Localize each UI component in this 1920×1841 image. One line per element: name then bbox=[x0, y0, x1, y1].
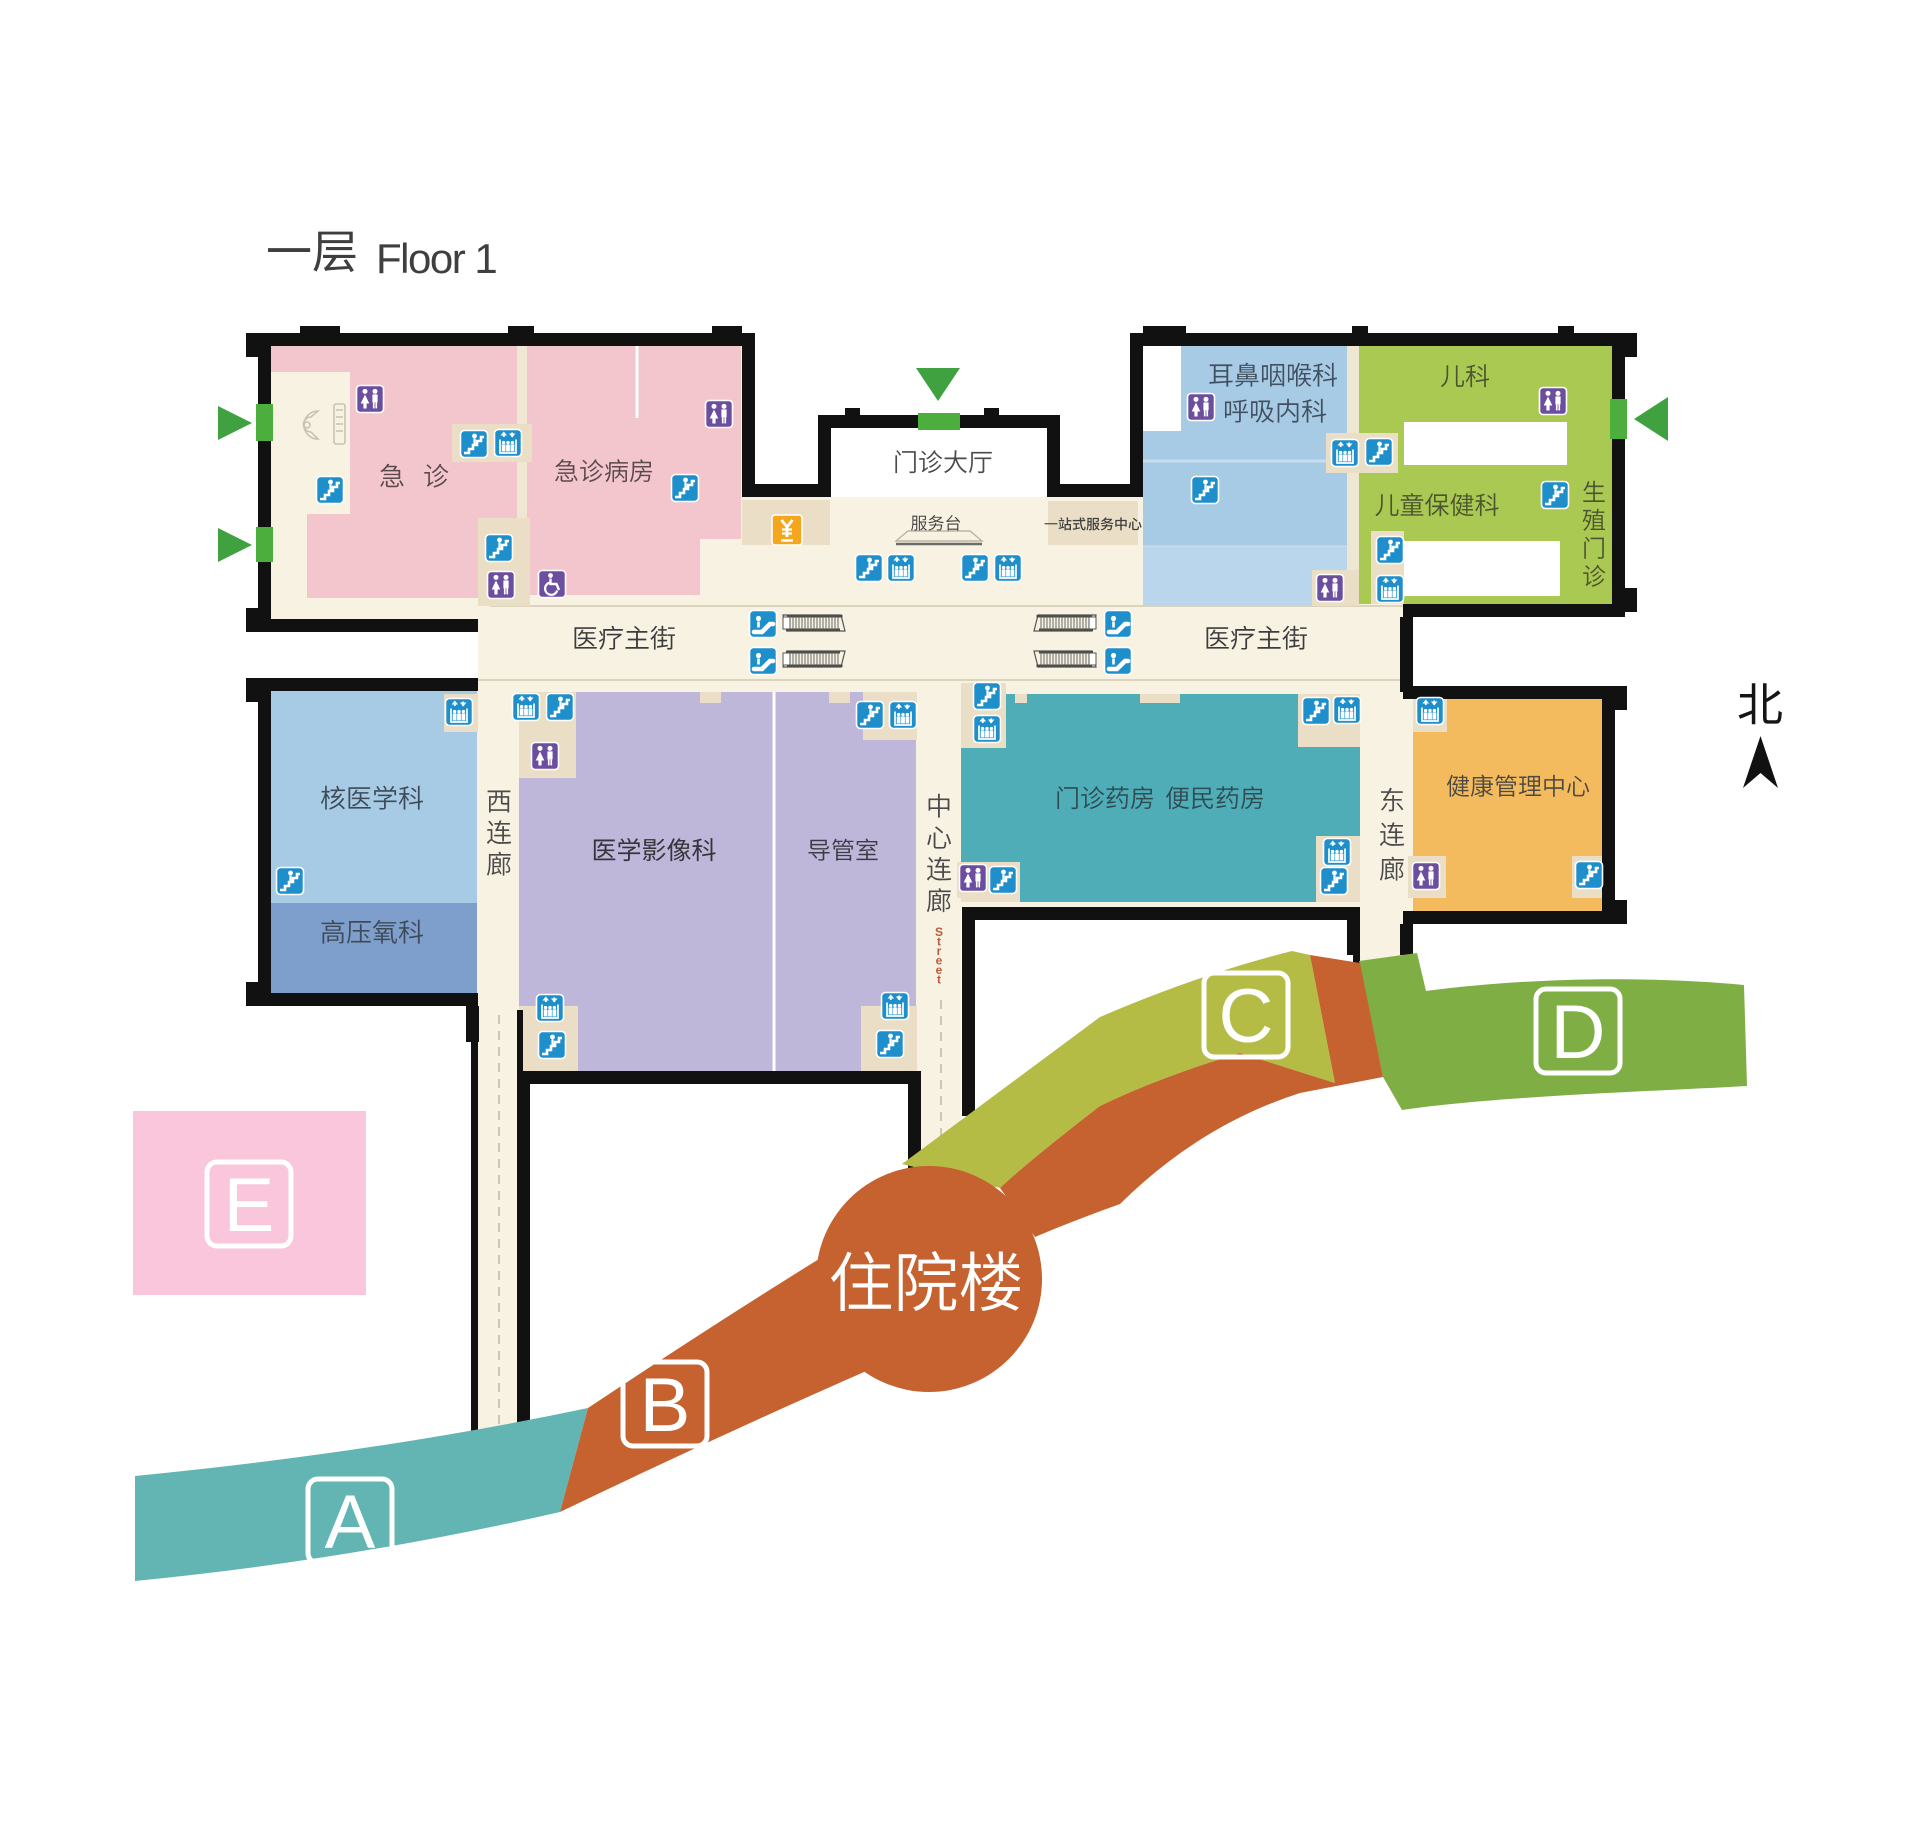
svg-text:E: E bbox=[224, 1163, 275, 1248]
svg-text:e: e bbox=[936, 963, 943, 977]
svg-text:Floor 1: Floor 1 bbox=[376, 235, 496, 282]
svg-text:B: B bbox=[640, 1363, 691, 1448]
svg-text:A: A bbox=[325, 1480, 376, 1565]
svg-text:e: e bbox=[936, 954, 943, 968]
svg-text:t: t bbox=[937, 935, 941, 949]
svg-text:t: t bbox=[937, 973, 941, 987]
svg-text:r: r bbox=[937, 944, 942, 958]
svg-text:C: C bbox=[1219, 974, 1274, 1059]
svg-text:S: S bbox=[935, 925, 943, 939]
svg-text:D: D bbox=[1551, 990, 1606, 1075]
